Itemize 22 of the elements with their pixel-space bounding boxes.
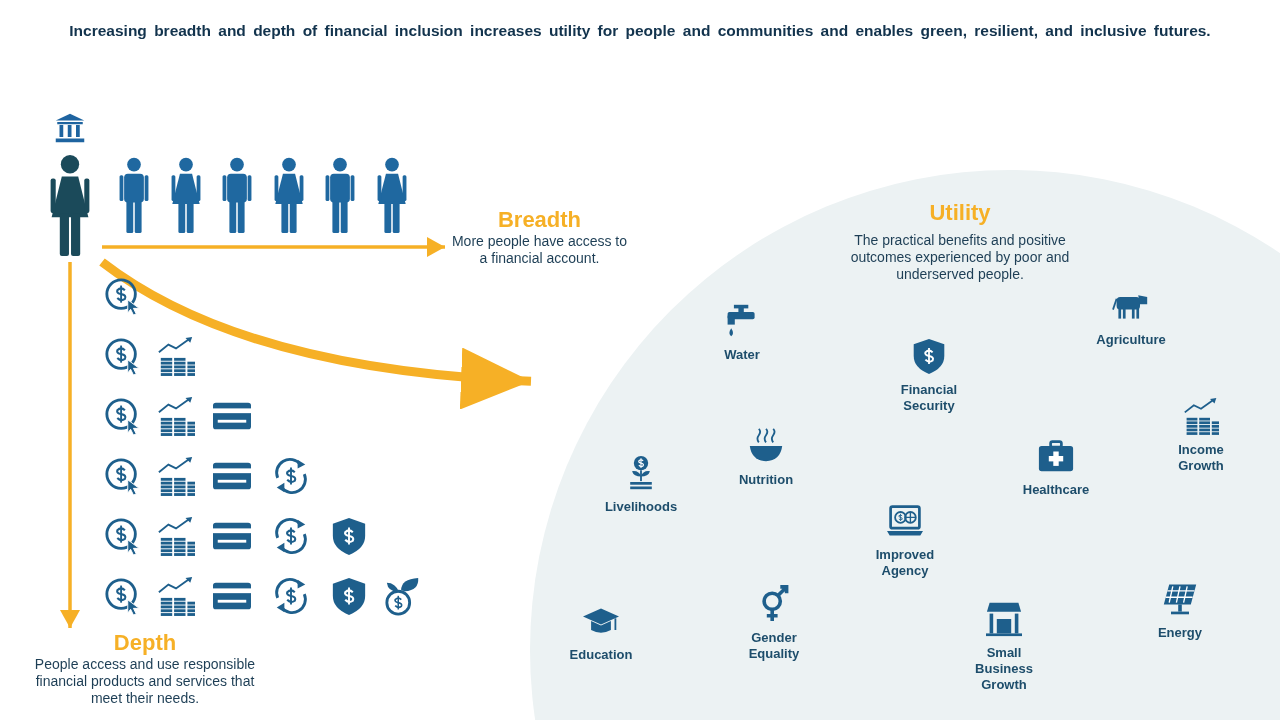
benefit-label: Education xyxy=(568,647,634,663)
arrow xyxy=(102,237,445,257)
benefit-label: Water xyxy=(723,347,761,363)
breadth-heading: Breadth xyxy=(496,207,583,233)
benefit-label: Financial Security xyxy=(899,382,959,414)
depth-heading: Depth xyxy=(112,630,178,656)
benefit-label: Livelihoods xyxy=(603,499,679,515)
utility-heading: Utility xyxy=(928,200,992,226)
benefit-label: Improved Agency xyxy=(874,547,936,579)
benefit-label: Income Growth xyxy=(1177,442,1225,474)
utility-description: The practical benefits and positive outcomes experienced by poor and underserved people. xyxy=(849,232,1071,283)
benefit-label: Small Business Growth xyxy=(974,645,1034,693)
breadth-description: More people have access to a financial account. xyxy=(450,233,629,267)
arrow xyxy=(60,262,80,628)
arrow xyxy=(99,258,532,409)
title: Increasing breadth and depth of financial inclusion increases utility for people and communities and enables green, resilient, and inclusive futures. xyxy=(68,22,1212,40)
benefit-label: Energy xyxy=(1156,625,1204,641)
benefit-label: Gender Equality xyxy=(747,630,801,662)
benefit-label: Healthcare xyxy=(1021,482,1091,498)
depth-description: People access and use responsible financial products and services that meet their needs. xyxy=(33,656,257,707)
benefit-label: Agriculture xyxy=(1095,332,1167,348)
benefit-label: Nutrition xyxy=(737,472,795,488)
